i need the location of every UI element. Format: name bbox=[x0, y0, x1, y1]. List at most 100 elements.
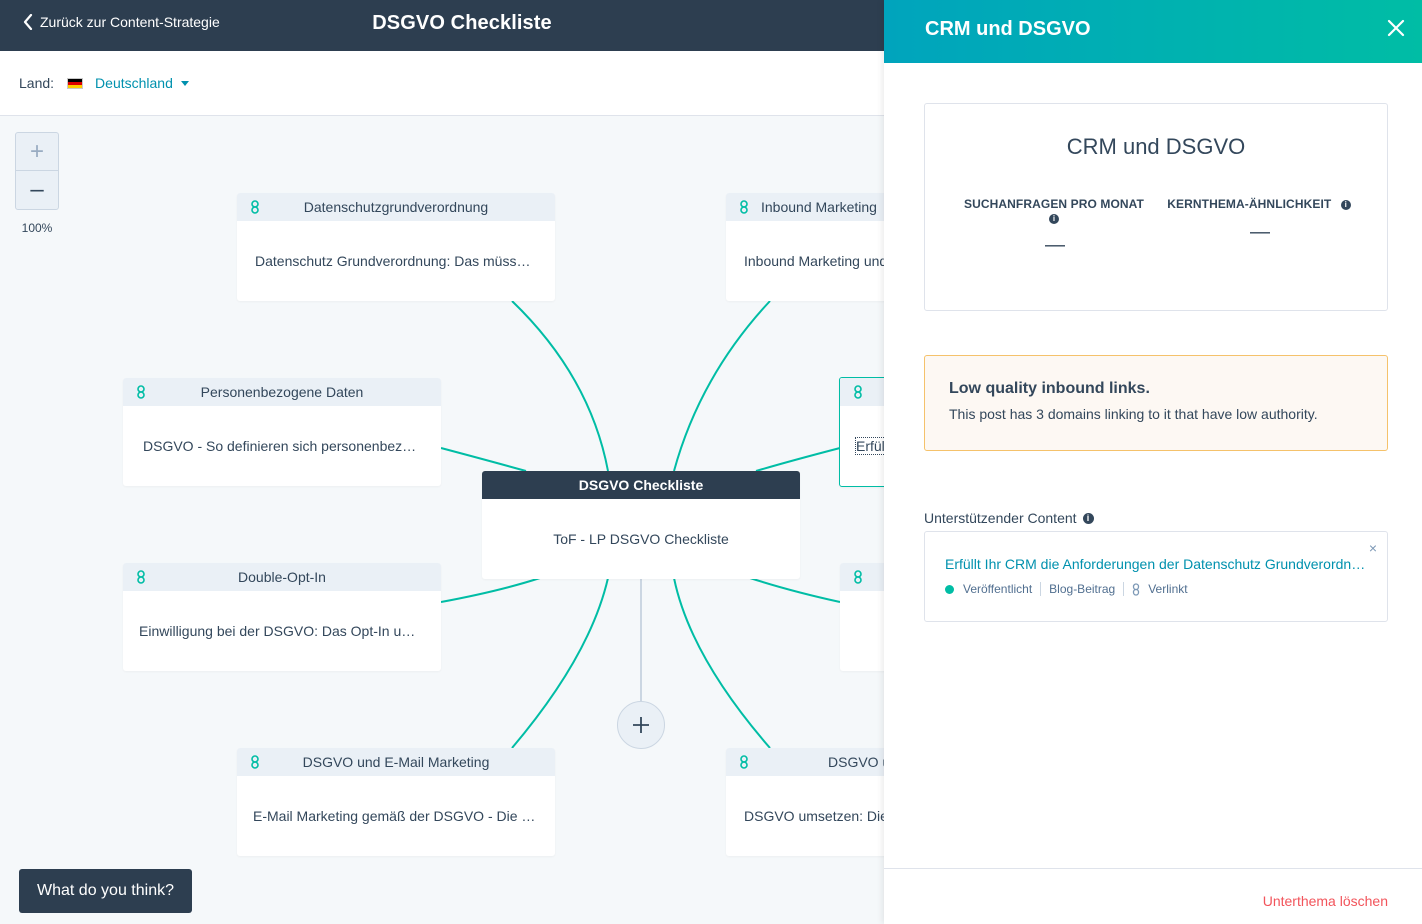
subtopic-card-header: Personenbezogene Daten bbox=[123, 378, 441, 406]
subtopic-card-header: Inbound Marketing bbox=[726, 193, 884, 221]
connector-lines bbox=[440, 300, 841, 749]
info-icon[interactable]: i bbox=[1049, 214, 1059, 224]
info-icon[interactable]: i bbox=[1340, 200, 1351, 210]
subtopic-content: Einwilligung bei der DSGVO: Das Opt-In u… bbox=[123, 591, 441, 671]
back-link-label: Zurück zur Content-Strategie bbox=[40, 14, 220, 30]
divider bbox=[1040, 582, 1042, 596]
subtopic-content: E-Mail Marketing gemäß der DSGVO - Die w… bbox=[237, 776, 555, 856]
subtopic-detail-panel: CRM und DSGVO CRM und DSGVO SUCHANFRAGEN… bbox=[884, 0, 1422, 924]
subtopic-content-text: E-Mail Marketing gemäß der DSGVO - Die w… bbox=[253, 808, 537, 824]
metric-label: SUCHANFRAGEN PRO MONAT bbox=[964, 197, 1144, 211]
topic-cluster-canvas[interactable]: + – 100% Datenschutzgrundverordnung Date… bbox=[0, 116, 884, 924]
connector-line bbox=[440, 447, 527, 472]
delete-subtopic-button[interactable]: Unterthema löschen bbox=[1262, 893, 1388, 909]
linked-status: Verlinkt bbox=[1148, 582, 1188, 596]
subtopic-card[interactable]: Inbound Marketing Inbound Marketing und … bbox=[726, 193, 884, 301]
subtopic-content: Inbound Marketing und DSGVO bbox=[726, 221, 884, 301]
country-dropdown[interactable]: Deutschland bbox=[95, 75, 189, 91]
subtopic-content-text: Erfüllt Ihr CRM die Anforderungen bbox=[855, 437, 884, 455]
subtopic-content-text: DSGVO umsetzen: Die Checkliste bbox=[744, 808, 884, 824]
content-type: Blog-Beitrag bbox=[1049, 582, 1116, 596]
panel-footer: Unterthema löschen bbox=[884, 868, 1422, 924]
subtopic-card-header: Double-Opt-In bbox=[123, 563, 441, 591]
pillar-page-card[interactable]: DSGVO Checkliste ToF - LP DSGVO Checklis… bbox=[482, 471, 800, 579]
metric-core-topic-similarity: KERNTHEMA-ÄHNLICHKEIT i bbox=[1161, 197, 1357, 211]
connector-line bbox=[673, 577, 771, 749]
subtopic-content-text: DSGVO - So definieren sich personenbezog… bbox=[143, 438, 423, 454]
subtopic-card[interactable]: Datenschutzgrundverordnung Datenschutz G… bbox=[237, 193, 555, 301]
link-icon bbox=[1133, 582, 1140, 596]
subtopic-title: DSGVO und E-Mail Marketing bbox=[302, 754, 490, 770]
back-to-content-strategy-link[interactable]: Zurück zur Content-Strategie bbox=[22, 14, 220, 30]
subtopic-card[interactable]: DSGVO umsetzen DSGVO umsetzen: Die Check… bbox=[726, 748, 884, 856]
subtopic-card[interactable]: Personenbezogene Daten DSGVO - So defini… bbox=[123, 378, 441, 486]
link-icon bbox=[251, 755, 259, 769]
published-status-icon bbox=[945, 584, 954, 594]
connector-line bbox=[440, 577, 541, 603]
link-icon bbox=[740, 200, 748, 214]
subtopic-card-header: DSGVO umsetzen bbox=[726, 748, 884, 776]
subtopic-content: Datenschutz Grundverordnung: Das müssen … bbox=[237, 221, 555, 301]
germany-flag-icon bbox=[67, 77, 84, 89]
link-icon bbox=[137, 570, 145, 584]
link-icon bbox=[854, 385, 862, 399]
page-title: DSGVO Checkliste bbox=[372, 12, 552, 34]
subtopic-title: Datenschutzgrundverordnung bbox=[303, 199, 489, 215]
country-label: Land: bbox=[19, 75, 55, 91]
subtopic-card-header: Datenschutzgrundverordnung bbox=[237, 193, 555, 221]
pillar-content: ToF - LP DSGVO Checkliste bbox=[553, 531, 729, 547]
link-icon bbox=[740, 755, 748, 769]
divider bbox=[1123, 582, 1125, 596]
topic-summary-card: CRM und DSGVO SUCHANFRAGEN PRO MONAT i —… bbox=[924, 103, 1388, 311]
pillar-card-header: DSGVO Checkliste bbox=[482, 471, 800, 499]
close-icon[interactable] bbox=[1384, 16, 1408, 40]
subtopic-title: Inbound Marketing bbox=[761, 199, 877, 215]
supporting-content-label-text: Unterstützender Content bbox=[924, 510, 1077, 526]
link-icon bbox=[854, 570, 862, 584]
alert-title: Low quality inbound links. bbox=[949, 380, 1150, 397]
link-icon bbox=[251, 200, 259, 214]
subtopic-content-text: Datenschutz Grundverordnung: Das müssen … bbox=[255, 253, 537, 269]
feedback-button[interactable]: What do you think? bbox=[19, 869, 192, 913]
top-bar: Zurück zur Content-Strategie DSGVO Check… bbox=[0, 0, 884, 51]
panel-header: CRM und DSGVO bbox=[884, 0, 1422, 63]
connector-line bbox=[673, 300, 771, 472]
country-bar: Land: Deutschland bbox=[0, 51, 884, 116]
caret-down-icon bbox=[180, 80, 189, 86]
subtopic-card-header: DSGVO und E-Mail Marketing bbox=[237, 748, 555, 776]
subtopic-card-header bbox=[840, 378, 884, 406]
alert-text: This post has 3 domains linking to it th… bbox=[949, 406, 1318, 422]
subtopic-title: Personenbezogene Daten bbox=[200, 384, 364, 400]
supporting-content-link[interactable]: Erfüllt Ihr CRM die Anforderungen der Da… bbox=[945, 556, 1369, 572]
link-icon bbox=[137, 385, 145, 399]
country-selected-value: Deutschland bbox=[95, 75, 173, 91]
panel-title: CRM und DSGVO bbox=[925, 18, 1091, 40]
remove-supporting-content-button[interactable]: × bbox=[1368, 540, 1377, 556]
metric-monthly-searches: SUCHANFRAGEN PRO MONAT i bbox=[961, 197, 1147, 225]
subtopic-card[interactable]: DSGVO und E-Mail Marketing E-Mail Market… bbox=[237, 748, 555, 856]
subtopic-content-text: Inbound Marketing und DSGVO bbox=[744, 253, 884, 269]
zoom-in-button[interactable]: + bbox=[16, 133, 58, 171]
subtopic-card-header bbox=[840, 563, 884, 591]
subtopic-title: Double-Opt-In bbox=[238, 569, 326, 585]
connector-line bbox=[755, 447, 841, 472]
metric-label: KERNTHEMA-ÄHNLICHKEIT bbox=[1167, 197, 1332, 211]
subtopic-card[interactable]: Double-Opt-In Einwilligung bei der DSGVO… bbox=[123, 563, 441, 671]
subtopic-content-text: Einwilligung bei der DSGVO: Das Opt-In u… bbox=[139, 623, 423, 639]
info-icon[interactable]: i bbox=[1082, 512, 1094, 524]
metric-monthly-searches-value: — bbox=[1045, 234, 1065, 256]
low-quality-links-alert: Low quality inbound links. This post has… bbox=[924, 355, 1388, 451]
connector-line bbox=[511, 577, 609, 749]
plus-icon bbox=[633, 717, 649, 733]
topic-summary-title: CRM und DSGVO bbox=[1066, 134, 1246, 159]
connector-line bbox=[749, 577, 841, 603]
metric-core-topic-similarity-value: — bbox=[1250, 221, 1270, 243]
supporting-content-card: Erfüllt Ihr CRM die Anforderungen der Da… bbox=[924, 531, 1388, 622]
add-subtopic-button[interactable] bbox=[617, 701, 665, 749]
zoom-level: 100% bbox=[21, 221, 53, 235]
subtopic-card-selected[interactable]: Erfüllt Ihr CRM die Anforderungen bbox=[839, 377, 884, 487]
status-badge: Veröffentlicht bbox=[963, 582, 1033, 596]
zoom-out-button[interactable]: – bbox=[30, 176, 44, 203]
supporting-content-label: Unterstützender Content i bbox=[924, 510, 1094, 526]
subtopic-card[interactable] bbox=[840, 563, 884, 671]
